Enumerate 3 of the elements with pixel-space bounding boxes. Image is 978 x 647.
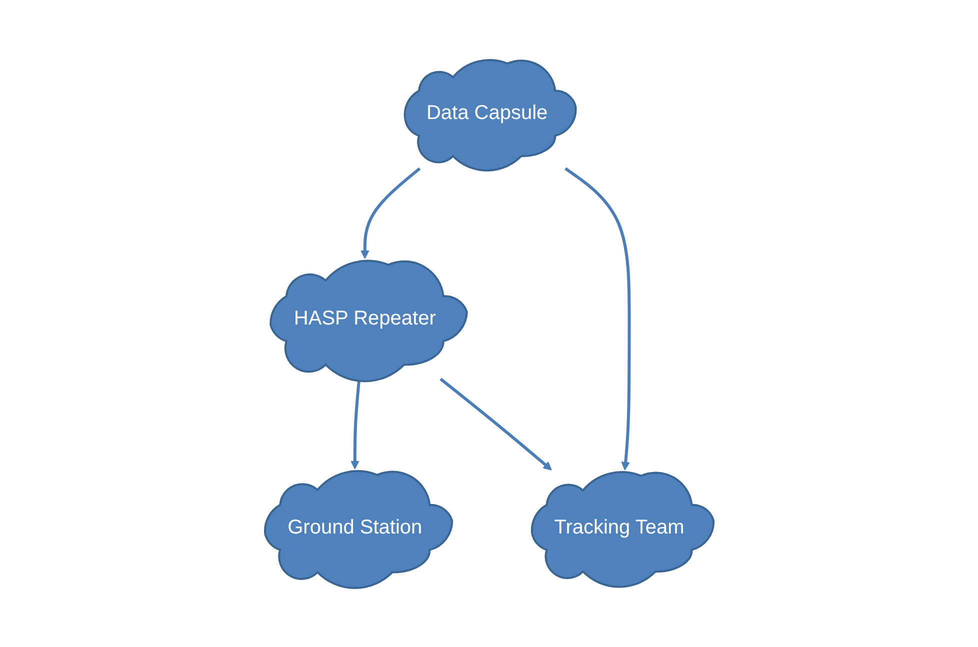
arrow: [360, 166, 420, 258]
arrow: [439, 377, 552, 470]
arrow: [564, 166, 630, 470]
